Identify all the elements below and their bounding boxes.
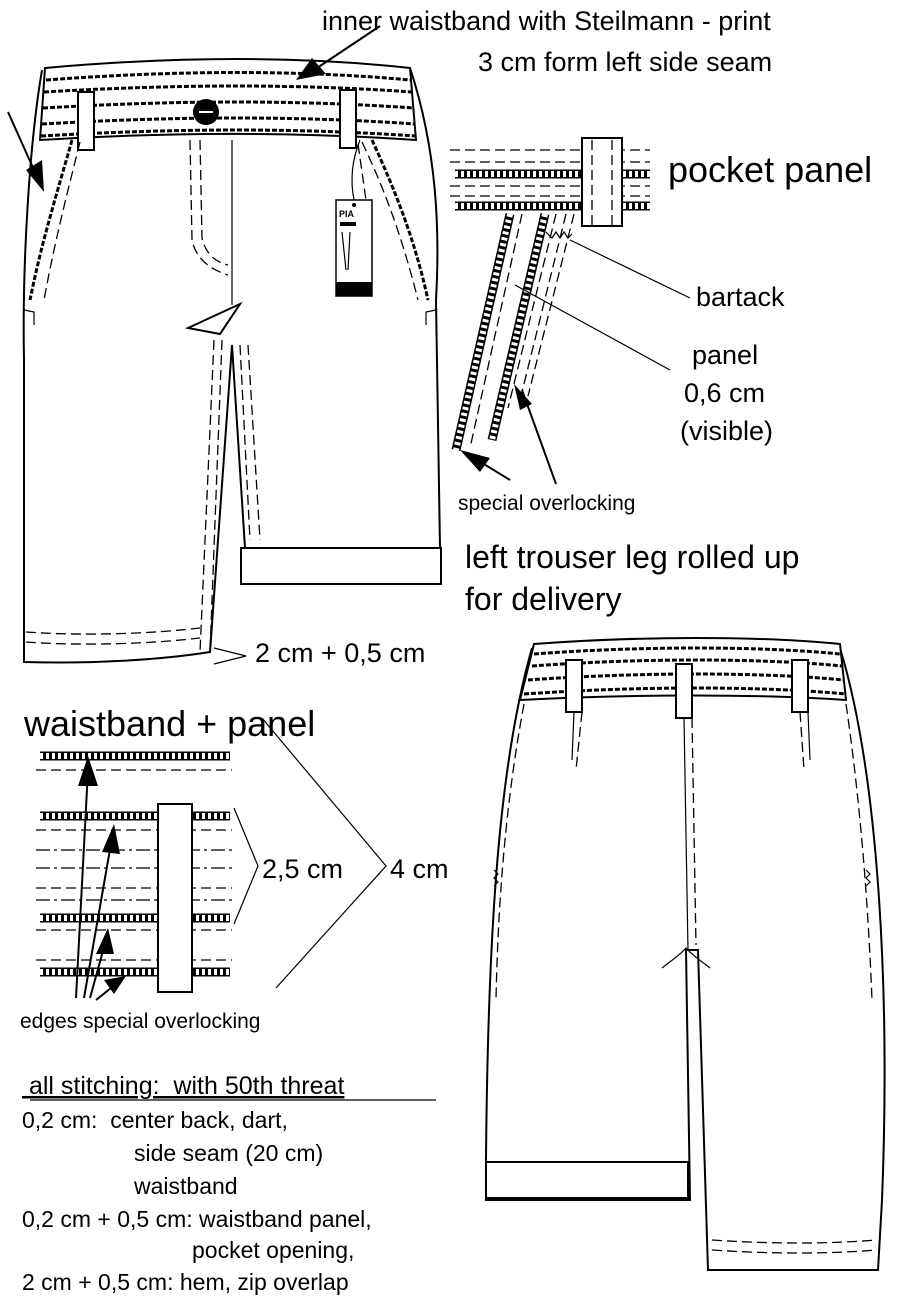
label-panel-line3: (visible) [680,416,773,446]
back-rolled-cuff [485,1161,689,1199]
waistband-panel-detail [36,717,387,1001]
front-pocket-left [28,139,74,301]
stitching-line-6: 2 cm + 0,5 cm: hem, zip overlap [22,1269,349,1295]
front-rolled-cuff [240,547,442,585]
front-view-shorts [7,25,442,664]
label-inner-waistband-line2: 3 cm form left side seam [478,47,772,77]
label-waistband-panel: waistband + panel [23,703,315,744]
stitching-line-5: pocket opening, [192,1237,354,1263]
front-belt-loop-left [77,91,95,151]
back-view-shorts [485,637,886,1271]
back-belt-loop-right [791,659,809,713]
stitching-line-2: side seam (20 cm) [134,1140,323,1166]
label-measure-2-5: 2,5 cm [262,854,343,884]
label-panel-line2: 0,6 cm [684,378,765,408]
front-belt-loop-right [339,89,357,149]
label-edges-overlocking: edges special overlocking [20,1010,260,1033]
labels: inner waistband with Steilmann - print 3… [20,6,872,1295]
zip-overlap-mark [184,301,243,336]
hang-tag-brand: PIA [339,209,355,219]
label-rolled-line2: for delivery [465,581,622,617]
front-pocket-right [370,139,430,301]
hang-tag: PIA [335,139,373,297]
stitching-line-3: waistband [133,1173,238,1199]
label-special-overlocking: special overlocking [458,492,635,515]
stitching-line-4: 0,2 cm + 0,5 cm: waistband panel, [22,1206,372,1232]
label-inner-waistband-line1: inner waistband with Steilmann - print [322,6,771,36]
label-measure-4: 4 cm [390,854,449,884]
label-rolled-line1: left trouser leg rolled up [465,539,799,575]
label-hem-measure: 2 cm + 0,5 cm [255,638,425,668]
back-belt-loop-left [565,659,583,713]
label-bartack: bartack [696,282,785,312]
front-outline [22,67,442,664]
back-outline [485,647,886,1271]
stitching-heading: all stitching: with 50th threat [22,1072,344,1100]
label-panel-line1: panel [692,340,758,370]
stitching-line-1: 0,2 cm: center back, dart, [22,1107,288,1133]
waistband-panel-loop [157,803,193,993]
label-pocket-panel: pocket panel [668,149,872,190]
back-belt-loop-center [675,663,693,719]
pocket-panel-detail [450,137,691,485]
